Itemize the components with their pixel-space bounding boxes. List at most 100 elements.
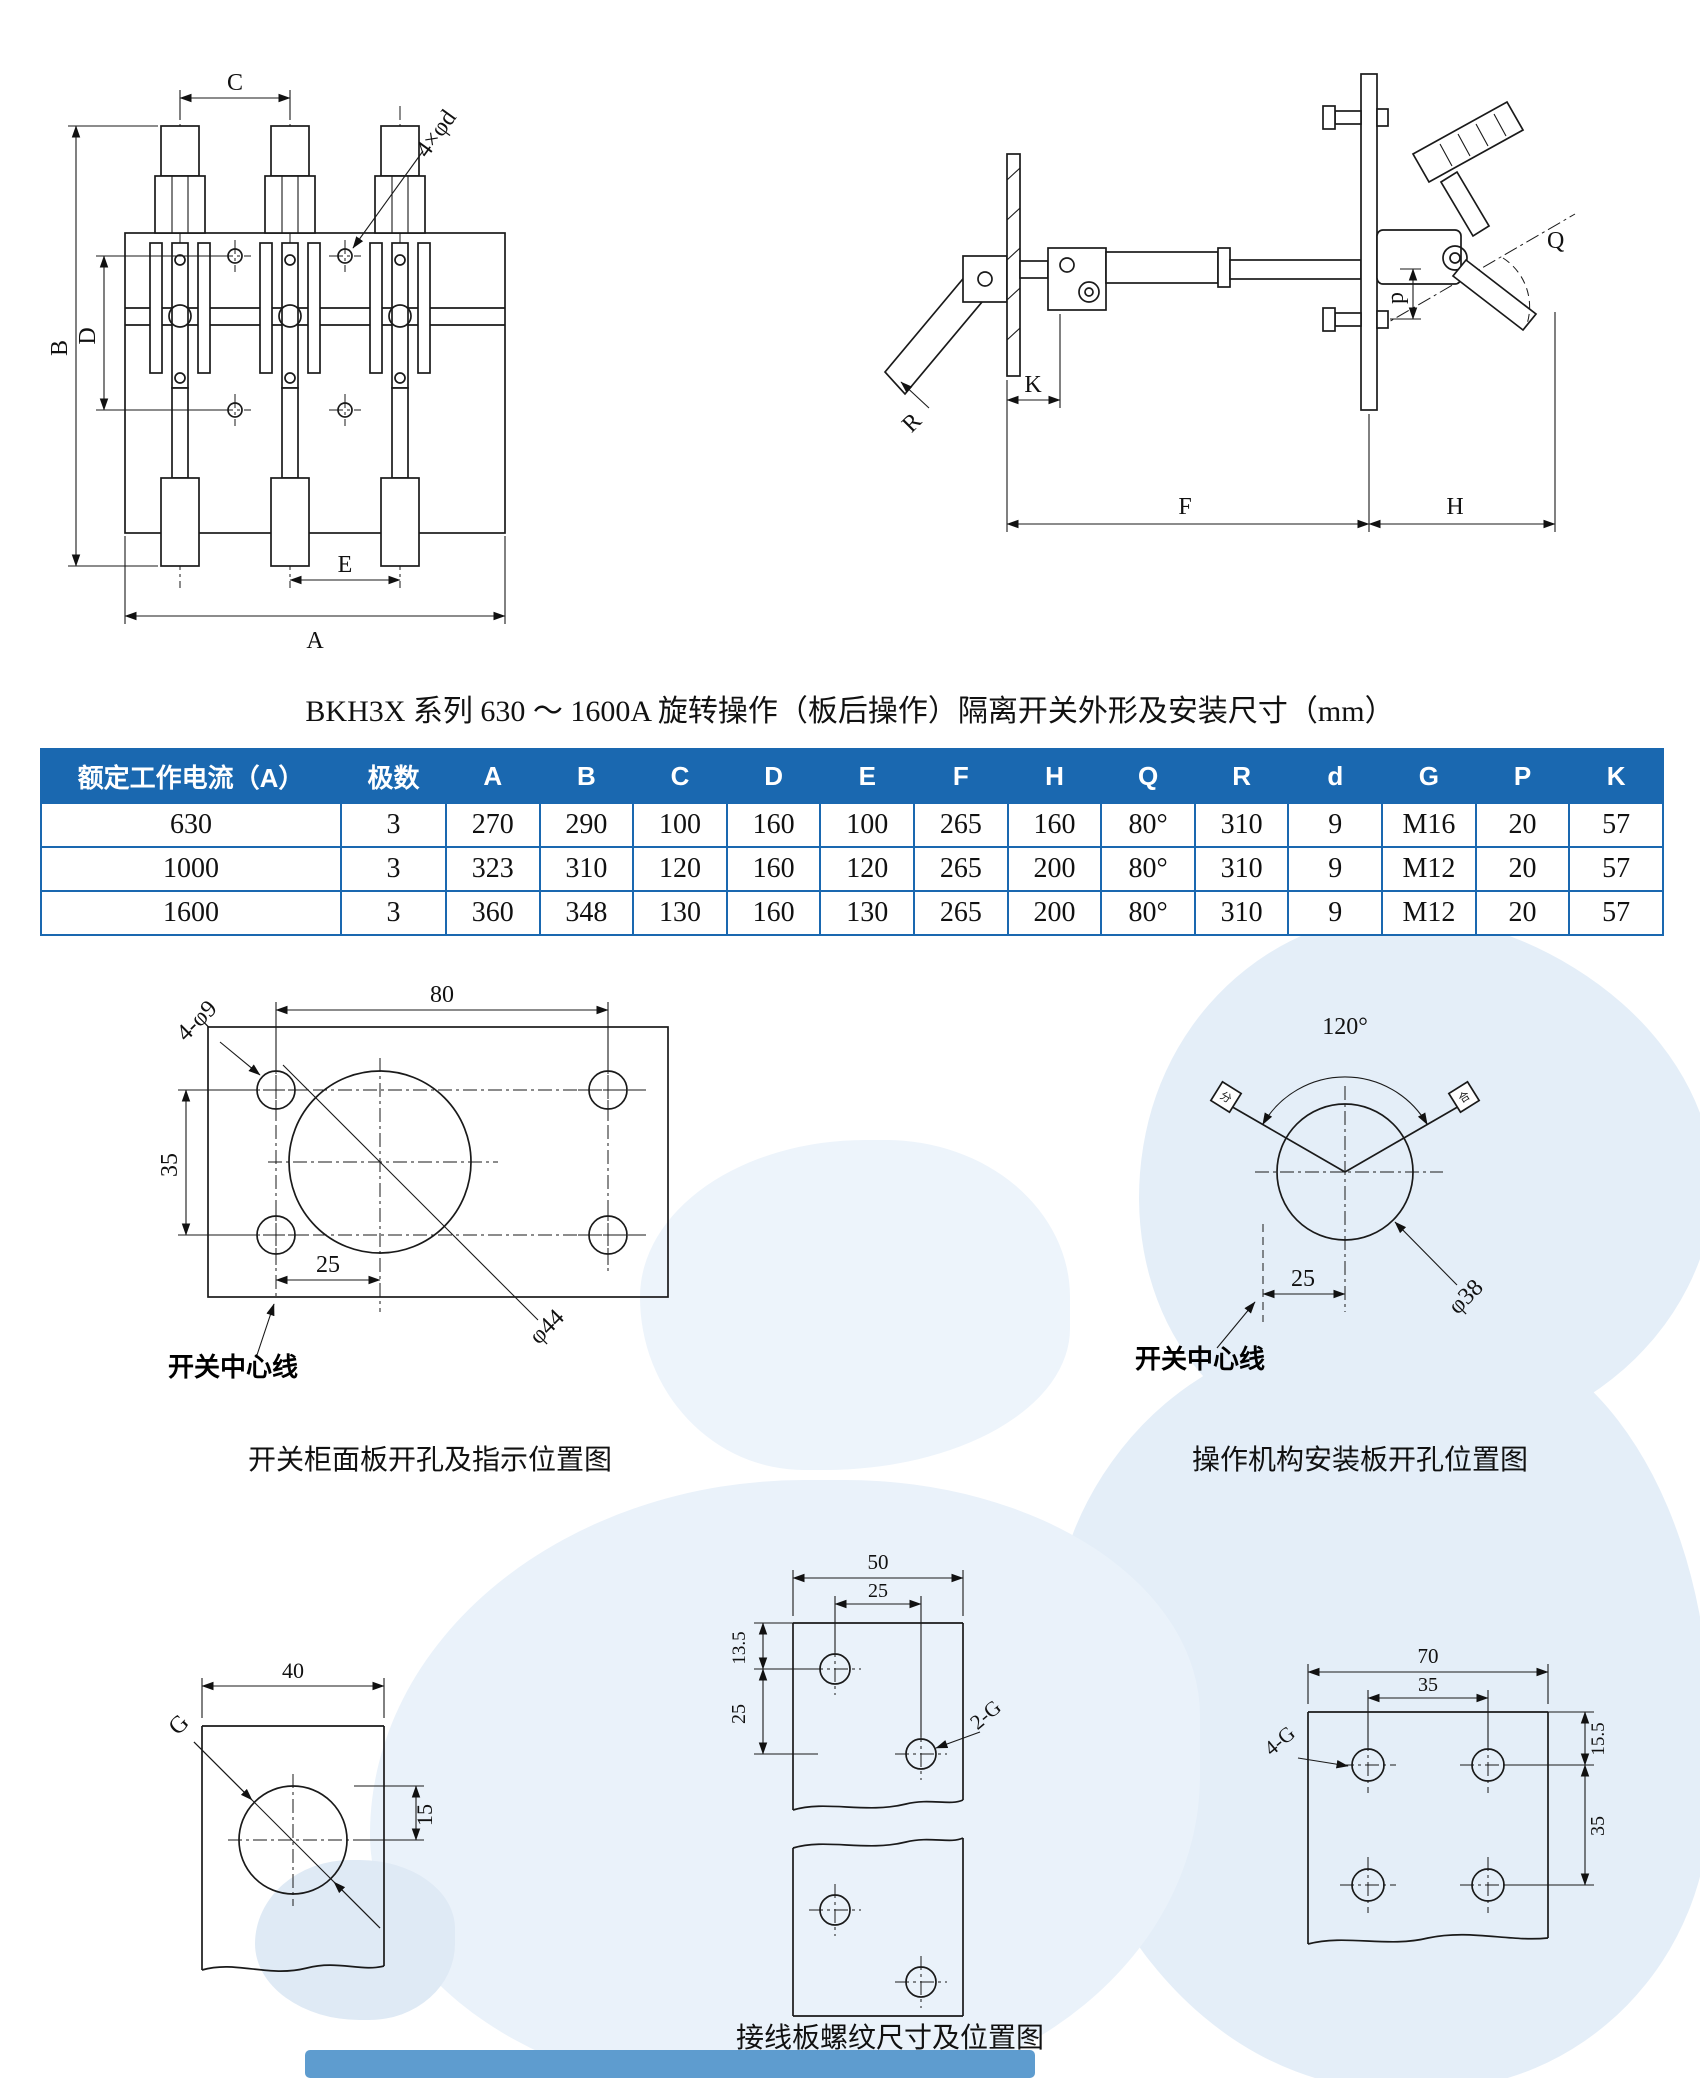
table-row: 1600 3 360 348 130 160 130 265 200 80° 3… (40, 890, 1664, 936)
dim-label-p: p (1383, 292, 1409, 304)
table-row: 1000 3 323 310 120 160 120 265 200 80° 3… (40, 846, 1664, 892)
table-cell: 160 (725, 802, 822, 848)
table-cell: 1600 (40, 890, 342, 936)
table-cell: M12 (1381, 846, 1477, 892)
dim-label-70: 70 (1418, 1644, 1439, 1668)
map-shape-strip (305, 2050, 1035, 2078)
table-header-cell: G (1381, 748, 1477, 804)
dim-label-k: K (1024, 372, 1042, 398)
side-view-drawing: R (883, 73, 1576, 532)
table-cell: 270 (445, 802, 541, 848)
table-cell: 265 (913, 802, 1009, 848)
table-cell: 3 (340, 802, 447, 848)
table-cell: 310 (1193, 846, 1290, 892)
dimension-p: p (1383, 268, 1421, 320)
terminal-single-drawing: G 40 15 (164, 1658, 437, 1972)
dim-label-f: F (1178, 494, 1191, 520)
dim-label-d44: φ44 (524, 1304, 569, 1349)
centerline-label: 开关中心线 (168, 1352, 298, 1382)
table-header-cell: F (913, 748, 1009, 804)
dimension-h: H (1368, 312, 1556, 532)
dimension-2g: 2-G (935, 1695, 1006, 1749)
table-header-cell: K (1568, 748, 1664, 804)
table-cell: 290 (538, 802, 635, 848)
table-cell: 160 (725, 890, 822, 936)
table-cell: 20 (1474, 846, 1571, 892)
table-header-cell: E (819, 748, 916, 804)
table-header-cell: H (1006, 748, 1103, 804)
front-view-drawing: C 4×φd B D E A (47, 70, 506, 654)
dim-label-d: D (75, 327, 101, 344)
dimension-e: E (289, 552, 401, 585)
map-shape (370, 1480, 1200, 2078)
dim-label-35: 35 (157, 1153, 183, 1177)
table-cell: 57 (1568, 802, 1664, 848)
thread-holes (808, 1642, 948, 2009)
table-cell: 120 (632, 846, 728, 892)
table-cell: 57 (1568, 890, 1664, 936)
table-cell: 100 (819, 802, 916, 848)
dimension-15-5: 15.5 (1506, 1711, 1609, 1766)
shaft-hole-circle (1276, 1103, 1414, 1241)
mechanism-plate-drawing: 分 合 120° φ38 25 开关中心线 (1135, 1014, 1489, 1374)
dimension-d38: φ38 (1394, 1221, 1489, 1320)
thread-holes (1339, 1736, 1517, 1914)
table-cell: 57 (1568, 846, 1664, 892)
dim-label-35-right: 35 (1587, 1816, 1609, 1836)
dim-label-25: 25 (316, 1252, 340, 1278)
terminal-quad-drawing: 70 35 15.5 35 4-G (1259, 1644, 1609, 1945)
dimension-4g: 4-G (1259, 1721, 1349, 1769)
table-header-cell: B (538, 748, 635, 804)
dim-label-d38: φ38 (1443, 1274, 1488, 1319)
dim-label-25-left: 25 (728, 1704, 750, 1724)
table-cell: 323 (445, 846, 541, 892)
dim-label-b: B (47, 340, 73, 356)
table-cell: 1000 (40, 846, 342, 892)
table-cell: 310 (538, 846, 635, 892)
dimension-b: B (47, 125, 158, 567)
table-cell: 9 (1287, 802, 1384, 848)
table-cell: 265 (913, 890, 1009, 936)
table-header-cell: d (1287, 748, 1384, 804)
table-header-cell: 极数 (340, 748, 447, 804)
table-header-cell: A (445, 748, 541, 804)
dim-label-15: 15 (412, 1804, 437, 1826)
panel-cutout-drawing: φ44 4-φ9 80 35 25 开关中心线 (157, 982, 669, 1382)
table-cell: 630 (40, 802, 342, 848)
dimension-25-top: 25 (834, 1580, 922, 1737)
dim-label-40: 40 (282, 1658, 304, 1683)
dim-label-g: G (164, 1710, 195, 1741)
table-cell: 100 (632, 802, 728, 848)
table-header-cell: 额定工作电流（A） (40, 748, 342, 804)
table-cell: 9 (1287, 846, 1384, 892)
mechanism-plate-caption: 操作机构安装板开孔位置图 (1191, 1445, 1528, 1476)
switch-poles (149, 105, 431, 589)
dim-label-e: E (338, 552, 353, 578)
dim-label-120: 120° (1322, 1014, 1368, 1040)
dimension-a: A (124, 536, 506, 654)
dimension-d: D (75, 255, 226, 411)
table-header-cell: R (1193, 748, 1290, 804)
dim-label-c: C (227, 70, 243, 96)
table-cell: 310 (1193, 802, 1290, 848)
table-cell: 120 (819, 846, 916, 892)
table-cell: M12 (1381, 890, 1477, 936)
spec-table: 额定工作电流（A） 极数 A B C D E F H Q R d G P K 6… (40, 748, 1664, 936)
terminal-plate (1307, 1711, 1549, 1945)
dim-label-2g: 2-G (965, 1695, 1005, 1734)
drive-linkage (1019, 247, 1362, 311)
dimension-35: 35 (157, 1089, 256, 1236)
panel-face (207, 1026, 669, 1298)
table-cell: 80° (1100, 802, 1196, 848)
table-cell: 9 (1287, 890, 1384, 936)
table-header-cell: C (632, 748, 728, 804)
dim-label-h: H (1446, 494, 1463, 520)
dim-label-15-5: 15.5 (1588, 1722, 1609, 1755)
table-header-cell: Q (1100, 748, 1196, 804)
dimension-25: 25 (275, 1252, 381, 1285)
table-cell: 160 (725, 846, 822, 892)
terminal-double-drawing: 50 25 13.5 25 2-G (728, 1550, 1006, 2017)
dim-label-4g: 4-G (1259, 1721, 1299, 1760)
table-cell: 348 (538, 890, 635, 936)
